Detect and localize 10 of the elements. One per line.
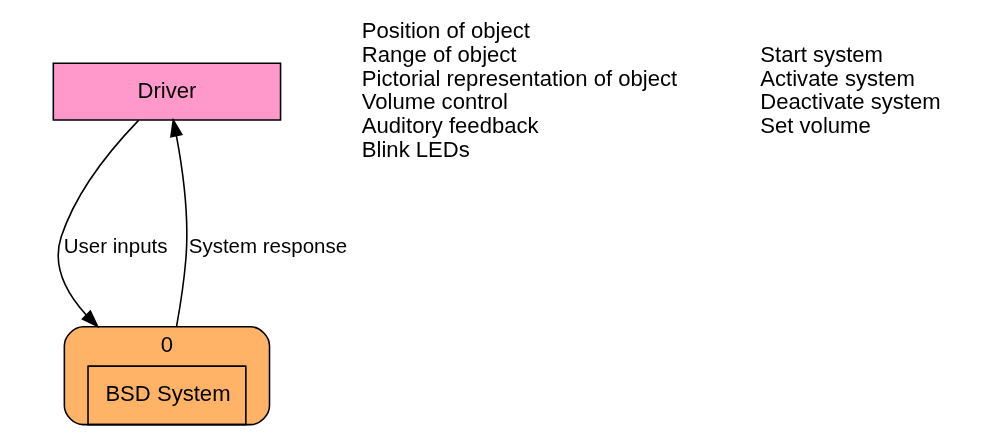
node-box: Driver bbox=[52, 62, 282, 121]
label: Auditory feedback bbox=[361, 113, 539, 139]
label: Set volume bbox=[760, 113, 871, 139]
label: Start system bbox=[760, 42, 883, 67]
edge-label: User inputs bbox=[63, 234, 168, 258]
arrow bbox=[170, 117, 188, 328]
label: Position of object bbox=[361, 18, 530, 44]
label: Range of object bbox=[361, 42, 517, 67]
arrow bbox=[57, 119, 140, 328]
edge-label: System response bbox=[188, 234, 348, 258]
